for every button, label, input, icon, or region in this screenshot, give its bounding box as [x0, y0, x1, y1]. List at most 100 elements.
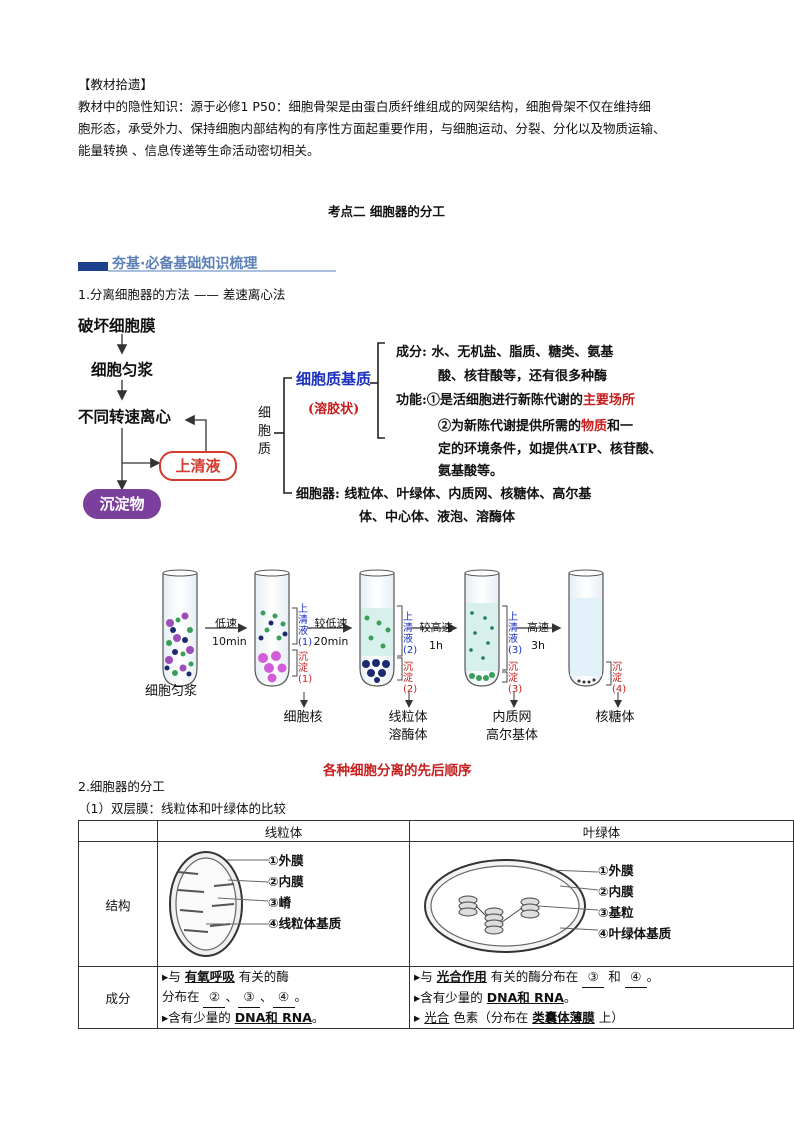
supplement-line2: 胞形态，承受外力、保持细胞内部结构的有序性方面起重要作用，与细胞运动、分裂、分化…: [78, 118, 666, 140]
step1-time: 10min: [212, 635, 240, 649]
row-label-structure: 结构: [79, 842, 158, 967]
mito-label-cristae: ③嵴: [268, 892, 341, 913]
chloro-label-stroma: ④叶绿体基质: [598, 923, 671, 944]
step3-speed: 较高速: [416, 621, 456, 635]
tube-5: [569, 570, 603, 686]
func2-line3: 氨基酸等。: [438, 460, 503, 479]
comparison-table: 线粒体 叶绿体 结构 ①外膜 ②内膜 ③嵴 ④线粒体基质: [78, 820, 794, 1029]
organelle-label: 细胞器:: [296, 487, 340, 502]
mito-comp-ans-3: ③: [238, 987, 260, 1008]
flow-arrow: [187, 420, 206, 451]
chloro-comp-ans-dna: DNA和 RNA: [487, 990, 564, 1005]
cytoplasm-matrix: 细胞质基质: [296, 368, 371, 389]
mito-comp-ans-2: ②: [203, 987, 225, 1008]
step2-speed: 较低速: [311, 617, 351, 631]
func2-key: 物质: [581, 419, 607, 434]
mito-comp-l3-end: 。: [312, 1010, 325, 1025]
chloro-label-outer: ①外膜: [598, 860, 671, 881]
mito-comp-sep1: 、: [225, 989, 238, 1004]
division-title: 2.细胞器的分工: [78, 776, 165, 798]
func2-suffix: 和一: [607, 419, 633, 434]
tubes-caption: 各种细胞分离的先后顺序: [323, 759, 472, 779]
table-header-mito: 线粒体: [158, 821, 410, 842]
func2-line2: 定的环境条件，如提供ATP、核苷酸、: [438, 438, 662, 457]
chloro-comp-l3a: ▸: [414, 1010, 424, 1025]
comp-line1: 水、无机盐、脂质、糖类、氨基: [431, 345, 613, 360]
mito-structure-cell: ①外膜 ②内膜 ③嵴 ④线粒体基质: [158, 842, 410, 967]
step4-time: 3h: [520, 639, 556, 653]
step1-speed: 低速: [212, 617, 240, 631]
flow-step3: 不同转速离心: [78, 405, 171, 427]
tube-homogenate: [163, 570, 197, 686]
cytoplasm-label: 细胞质: [258, 405, 272, 459]
chloro-comp-ans-4: ④: [625, 967, 647, 988]
func1-text: ①是活细胞进行新陈代谢的: [427, 393, 583, 408]
chloro-structure-cell: ①外膜 ②内膜 ③基粒 ④叶绿体基质: [410, 842, 794, 967]
supernatant-pill: 上清液: [159, 451, 237, 481]
sediment-label-1: 沉 淀 (1): [298, 652, 310, 685]
mito-comp-l2a: 分布在: [162, 989, 203, 1004]
cytoplasm-matrix-note: (溶胶状): [308, 398, 359, 417]
func1-key: 主要场所: [583, 393, 635, 408]
chloro-composition-cell: ▸与 光合作用 有关的酶分布在 ③ 和 ④。 ▸含有少量的 DNA和 RNA。 …: [410, 967, 794, 1029]
mito-comp-l3a: ▸含有少量的: [162, 1010, 235, 1025]
mito-comp-ans-dna: DNA和 RNA: [235, 1010, 312, 1025]
comp-line2: 酸、核苷酸等，还有很多种酶: [438, 365, 607, 384]
chloro-comp-ans-pigment: 光合: [424, 1010, 449, 1025]
step3-time: 1h: [416, 639, 456, 653]
banner: 夯基·必备基础知识梳理: [78, 253, 336, 275]
table-header-empty: [79, 821, 158, 842]
mito-label-outer: ①外膜: [268, 850, 341, 871]
tube-2: [255, 570, 289, 686]
table-header-chloro: 叶绿体: [410, 821, 794, 842]
mito-comp-l1a: ▸与: [162, 969, 185, 984]
chloro-label-inner: ②内膜: [598, 881, 671, 902]
mito-comp-sep2: 、: [260, 989, 273, 1004]
mito-label-matrix: ④线粒体基质: [268, 913, 341, 934]
chloro-comp-l2-end: 。: [564, 990, 577, 1005]
chloro-comp-l3-end: 上）: [595, 1010, 624, 1025]
chloro-comp-l1b: 有关的酶分布在: [487, 969, 582, 984]
step2-time: 20min: [311, 635, 351, 649]
supplement-line3: 能量转换 、信息传递等生命活动密切相关。: [78, 140, 319, 162]
row-label-composition: 成分: [79, 967, 158, 1029]
chloro-comp-l2a: ▸含有少量的: [414, 990, 487, 1005]
chloro-comp-ans-thylakoid: 类囊体薄膜: [532, 1010, 595, 1025]
mito-comp-l1b: 有关的酶: [235, 969, 289, 984]
flow-step1: 破坏细胞膜: [78, 314, 156, 336]
chloro-comp-ans-3: ③: [582, 967, 604, 988]
organelle-line2: 体、中心体、液泡、溶酶体: [359, 506, 515, 525]
product-4: 核糖体: [590, 709, 640, 727]
banner-bar: [78, 262, 108, 271]
mito-comp-ans-respiration: 有氧呼吸: [185, 969, 235, 984]
flow-step2: 细胞匀浆: [91, 358, 153, 380]
supplement-line1: 教材中的隐性知识：源于必修1 P50：细胞骨架是由蛋白质纤维组成的网架结构，细胞…: [78, 96, 651, 118]
chloro-comp-l1c: 和: [604, 969, 624, 984]
sediment-pill: 沉淀物: [83, 489, 161, 519]
chloro-comp-ans-photosynthesis: 光合作用: [437, 969, 487, 984]
comp-label: 成分:: [396, 345, 427, 360]
tube-3: [360, 570, 394, 686]
mito-comp-l2-end: 。: [295, 989, 308, 1004]
product-arrows: [290, 690, 630, 712]
section-title: 考点二 细胞器的分工: [328, 201, 445, 223]
mito-composition-cell: ▸与 有氧呼吸 有关的酶 分布在 ②、③、④。 ▸含有少量的 DNA和 RNA。: [158, 967, 410, 1029]
division-subtitle: （1）双层膜：线粒体和叶绿体的比较: [78, 798, 286, 820]
mito-label-inner: ②内膜: [268, 871, 341, 892]
organelle-line1: 线粒体、叶绿体、内质网、核糖体、高尔基: [344, 487, 591, 502]
product-1: 细胞核: [280, 709, 326, 727]
chloro-label-grana: ③基粒: [598, 902, 671, 923]
product-2: 线粒体 溶酶体: [383, 709, 433, 745]
supernatant-label-1: 上 清 液 (1): [298, 604, 310, 648]
func-label: 功能:: [396, 393, 427, 408]
product-3: 内质网 高尔基体: [480, 709, 544, 745]
supernatant-label-3: 上 清 液 (3): [508, 612, 520, 656]
method-label: 1.分离细胞器的方法 —— 差速离心法: [78, 284, 285, 306]
tube-homogenate-label: 细胞匀浆: [145, 680, 197, 699]
supernatant-label-2: 上 清 液 (2): [403, 612, 415, 656]
chloro-comp-l1-end: 。: [647, 969, 660, 984]
chloro-comp-l1a: ▸与: [414, 969, 437, 984]
chloro-comp-l3b: 色素（分布在: [449, 1010, 532, 1025]
mito-comp-ans-4: ④: [273, 987, 295, 1008]
supplement-heading: 【教材拾遗】: [78, 74, 153, 96]
